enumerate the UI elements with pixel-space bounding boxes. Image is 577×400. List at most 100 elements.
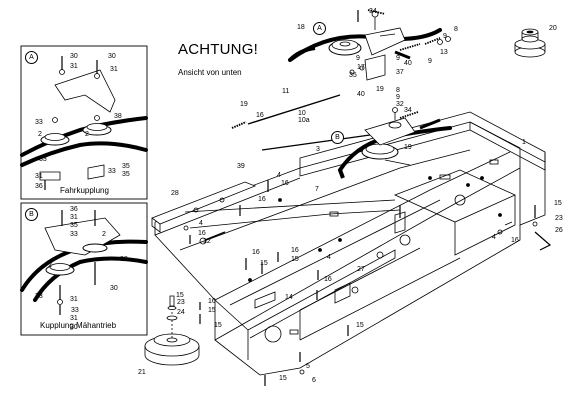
part-number-label-13: 11 (282, 88, 290, 95)
rod-11 (247, 94, 341, 125)
inset-a-part-number-13: 33 (108, 168, 116, 175)
part-number-label-23: 10a (298, 117, 310, 124)
part-number-label-27: 39 (237, 163, 245, 170)
inset-a-part-number-4: 38 (114, 113, 122, 120)
part-number-label-55: 15 (554, 200, 562, 207)
part-number-label-42: 16 (324, 276, 332, 283)
drive-clutch-assembly (288, 9, 451, 81)
part-number-label-18: 8 (396, 87, 400, 94)
part-number-label-0: 34 (369, 8, 377, 15)
part-number-label-8: 9 (356, 55, 360, 62)
part-number-label-38: 16 (291, 247, 299, 254)
inset-a-part-number-7: 2 (85, 131, 89, 138)
inset-a-letter: A (25, 51, 38, 64)
inset-b-part-number-2: 35 (70, 222, 78, 229)
part-number-label-17: 19 (376, 86, 384, 93)
inset-b-part-number-11: 31 (70, 315, 78, 322)
part-number-label-15: 16 (256, 112, 264, 119)
inset-a-part-number-12: 35 (122, 171, 130, 178)
main-frame (154, 111, 546, 376)
inset-a-part-number-11: 36 (35, 183, 43, 190)
inset-a-part-number-0: 30 (70, 53, 78, 60)
inset-a-part-number-2: 30 (108, 53, 116, 60)
inset-b-part-number-7: 33 (35, 293, 43, 300)
rod-10 (261, 134, 371, 151)
part-number-label-49: 15 (214, 322, 222, 329)
inset-a-part-number-5: 33 (35, 119, 43, 126)
inset-a-frame (20, 45, 148, 200)
part-number-label-48: 15 (208, 307, 216, 314)
part-number-label-24: 3 (316, 146, 320, 153)
part-number-label-2: 8 (454, 26, 458, 33)
inset-b-part-number-8: 31 (70, 296, 78, 303)
linkage-plate (151, 181, 401, 233)
part-number-label-45: 23 (177, 299, 185, 306)
part-number-label-14: 19 (240, 101, 248, 108)
inset-b-part-number-9: 30 (110, 285, 118, 292)
part-number-label-4: 13 (440, 49, 448, 56)
blade-clutch-assembly (338, 107, 452, 179)
part-number-label-37: 15 (260, 260, 268, 267)
part-number-label-22: 10 (298, 110, 306, 117)
pulley-21 (144, 295, 200, 366)
part-number-label-33: 4 (199, 220, 203, 227)
inset-a-part-number-3: 31 (110, 66, 118, 73)
callout-b-circle: B (331, 131, 344, 144)
part-number-label-57: 26 (555, 227, 563, 234)
part-number-label-25: 19 (404, 144, 412, 151)
part-number-label-3: 9 (443, 33, 447, 40)
part-number-label-19: 9 (396, 94, 400, 101)
part-number-label-31: 16 (258, 196, 266, 203)
part-number-label-32: 7 (315, 186, 319, 193)
part-number-label-11: 35 (349, 72, 357, 79)
inset-b-part-number-10: 33 (71, 307, 79, 314)
inset-a-caption: Fahrkupplung (60, 186, 109, 195)
inset-b-drawing (20, 210, 148, 315)
part-number-label-34: 16 (198, 230, 206, 237)
callout-a-circle: A (313, 22, 326, 35)
inset-b-part-number-3: 33 (70, 231, 78, 238)
part-number-label-59: 16 (511, 237, 519, 244)
warning-title: ACHTUNG! (178, 41, 258, 58)
inset-a-part-number-9: 35 (122, 163, 130, 170)
inset-b-part-number-5: 38 (120, 256, 128, 263)
part-number-label-40: 4 (327, 254, 331, 261)
inset-b-part-number-4: 2 (102, 231, 106, 238)
inset-b-part-number-6: 2 (48, 262, 52, 269)
part-number-label-39: 15 (291, 256, 299, 263)
part-number-label-6: 40 (404, 60, 412, 67)
part-number-label-47: 16 (208, 298, 216, 305)
part-number-label-58: 4 (492, 234, 496, 241)
part-number-label-1: 18 (297, 24, 305, 31)
inset-a-part-number-10: 31 (35, 173, 43, 180)
part-number-label-54: 15 (279, 375, 287, 382)
part-number-label-7: 9 (396, 55, 400, 62)
part-number-label-16: 40 (357, 91, 365, 98)
inset-a-part-number-8: 33 (39, 156, 47, 163)
part-number-label-43: 14 (285, 294, 293, 301)
view-note: Ansicht von unten (178, 68, 242, 77)
part-number-label-28: 4 (277, 172, 281, 179)
part-number-label-20: 32 (396, 101, 404, 108)
part-number-label-56: 23 (555, 215, 563, 222)
part-number-label-53: 6 (312, 377, 316, 384)
part-number-label-52: 5 (306, 363, 310, 370)
inset-b-letter: B (25, 208, 38, 221)
part-number-label-10: 17 (357, 64, 365, 71)
part-number-label-26: 1 (522, 139, 526, 146)
part-number-label-41: 27 (357, 266, 365, 273)
part-number-label-21: 34 (404, 107, 412, 114)
part-number-label-12: 20 (549, 25, 557, 32)
part-number-label-46: 24 (177, 309, 185, 316)
part-number-label-50: 21 (138, 369, 146, 376)
inset-b-part-number-12: 30 (70, 324, 78, 331)
part-number-label-29: 16 (281, 180, 289, 187)
inset-b-frame (20, 202, 148, 336)
pulley-20 (514, 28, 546, 58)
inset-a-drawing (20, 56, 148, 190)
part-number-label-51: 15 (356, 322, 364, 329)
part-number-label-35: 12 (203, 238, 211, 245)
inset-b-part-number-0: 36 (70, 206, 78, 213)
